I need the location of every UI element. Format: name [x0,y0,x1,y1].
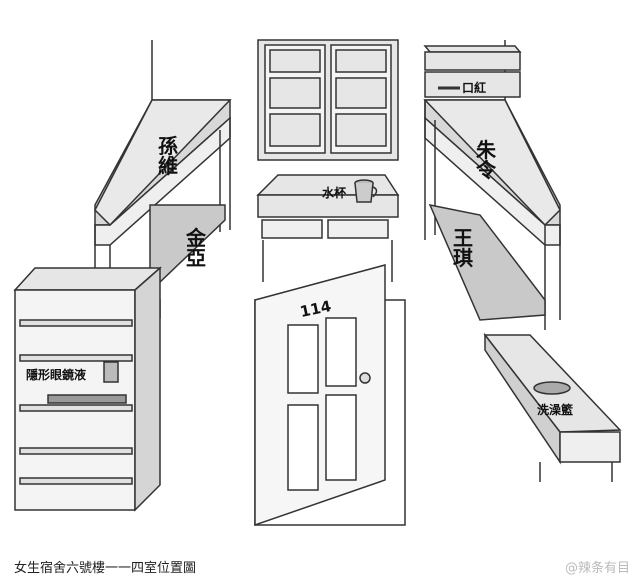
caption: 女生宿舍六號樓一一四室位置圖 [14,561,197,576]
window [257,39,399,161]
watermark: @辣条有目 [564,561,630,576]
door [254,264,406,527]
wall-shelf [423,45,522,98]
top-left-bunk-label: 孫維 [158,134,178,178]
bottom-left-bunk-label: 金亞 [186,226,206,270]
bench [483,332,622,482]
desk [256,174,400,282]
top-right-bunk-label: 朱令 [476,138,496,182]
contact-lens-solution-label: 隱形眼鏡液 [26,368,87,382]
right-bunk-bed [423,99,561,330]
lipstick-label: 口紅 [462,81,487,95]
bottom-right-bunk-label: 王琪 [453,226,473,270]
cup-label: 水杯 [322,186,347,200]
bath-basket-label: 洗澡籃 [537,403,574,417]
bookshelf [13,266,162,512]
